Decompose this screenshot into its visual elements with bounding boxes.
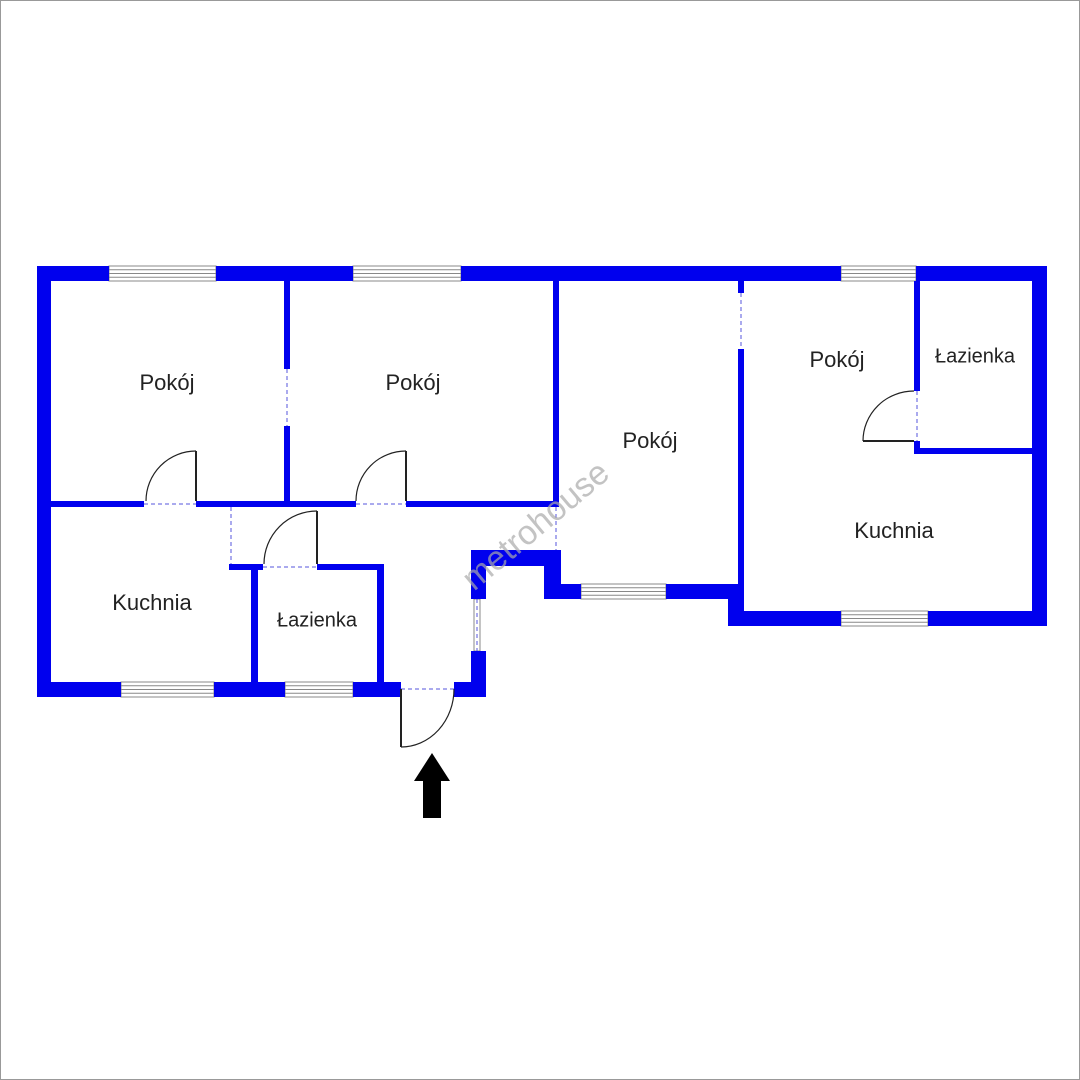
wall: [666, 584, 743, 599]
wall: [544, 584, 581, 599]
openings: [144, 293, 918, 690]
windows: [108, 265, 929, 698]
wall: [37, 682, 121, 697]
wall: [471, 550, 561, 566]
doors: [145, 390, 915, 748]
room-label-lazienka-right: Łazienka: [934, 345, 1016, 368]
door-swing-arc: [400, 688, 455, 748]
wall: [37, 266, 51, 697]
room-label-lazienka-left: Łazienka: [276, 609, 358, 632]
wall: [914, 281, 920, 391]
wall: [353, 682, 401, 697]
wall: [229, 564, 263, 570]
wall: [461, 266, 841, 281]
wall: [284, 281, 290, 369]
walls: [37, 266, 1047, 697]
wall: [216, 266, 353, 281]
wall: [37, 266, 109, 281]
wall: [916, 266, 1047, 281]
wall: [914, 448, 1032, 454]
wall: [928, 611, 1047, 626]
door-swing-arc: [862, 390, 915, 442]
wall: [738, 349, 744, 611]
wall: [406, 501, 559, 507]
door-swing-arc: [355, 450, 407, 502]
door-swing-arc: [263, 510, 318, 565]
wall: [317, 564, 384, 570]
wall: [51, 501, 144, 507]
room-label-pokoj-1: Pokój: [139, 370, 195, 395]
room-label-kuchnia-right: Kuchnia: [854, 518, 934, 543]
wall: [251, 564, 258, 682]
wall: [214, 682, 285, 697]
wall: [471, 651, 486, 697]
entrance-arrow-icon: [414, 753, 450, 818]
room-label-pokoj-4: Pokój: [809, 347, 865, 372]
room-label-kuchnia-left: Kuchnia: [112, 590, 192, 615]
wall: [553, 281, 559, 507]
wall: [728, 611, 841, 626]
wall: [377, 564, 384, 682]
wall: [284, 426, 290, 507]
door-swing-arc: [145, 450, 197, 502]
wall: [1032, 266, 1047, 626]
wall: [914, 441, 920, 454]
wall: [738, 281, 744, 293]
wall: [196, 501, 356, 507]
room-label-pokoj-2: Pokój: [385, 370, 441, 395]
room-label-pokoj-3: Pokój: [622, 428, 678, 453]
